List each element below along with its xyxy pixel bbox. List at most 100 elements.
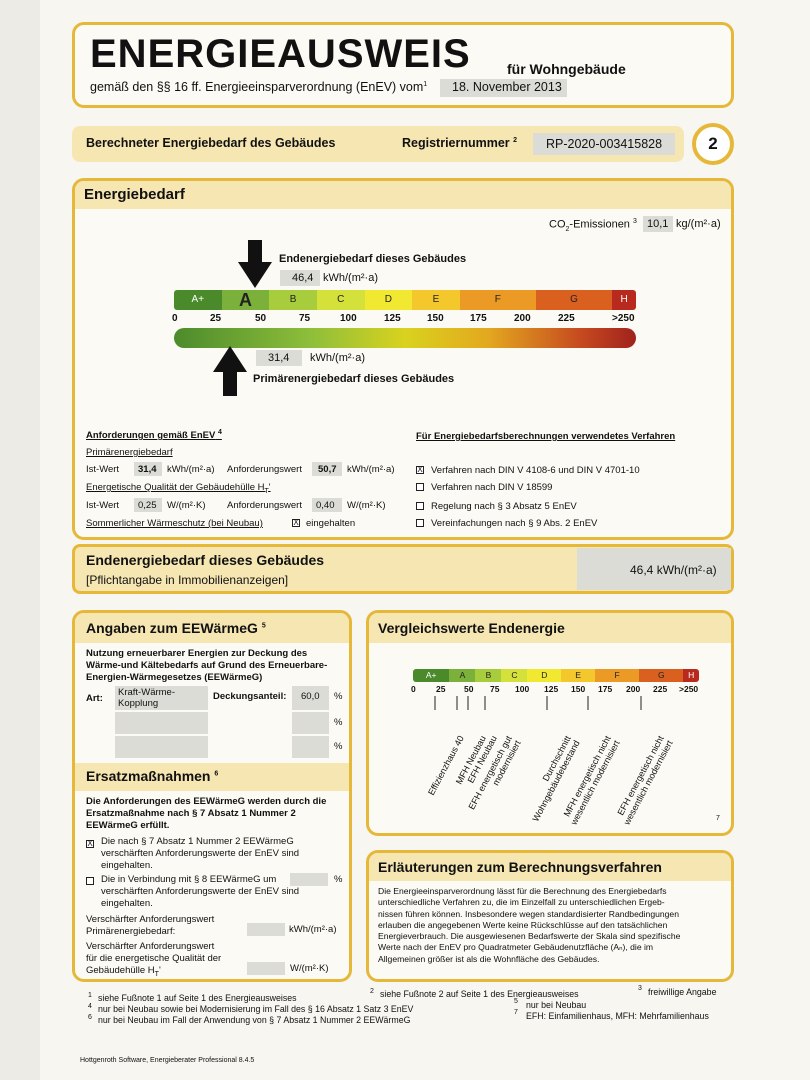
v-class-e: E <box>561 669 595 682</box>
method-checkbox-4[interactable] <box>416 519 424 527</box>
primary-energy-heading: Primärenergiebedarf <box>86 447 173 458</box>
method-title: Für Energiebedarfsberechnungen verwendet… <box>416 431 676 442</box>
fn-5: nur bei Neubau <box>526 1000 587 1010</box>
v-class-a-plus: A+ <box>413 669 450 682</box>
eewaerme-box <box>72 610 352 982</box>
anf-value: 50,7 <box>318 464 337 475</box>
erlaeuterung-header <box>369 853 731 881</box>
co2-value: 10,1 <box>647 218 669 230</box>
erlaeuterung-text: Die Energieeinsparverordnung lässt für d… <box>378 886 681 964</box>
verschaerft-2-line-3: Gebäudehülle HT' <box>86 965 161 978</box>
efficiency-class-scale: A+ A B C D E F G H <box>174 290 636 310</box>
pct-1: % <box>334 691 343 702</box>
page-number-badge: 2 <box>692 123 734 165</box>
verschaerft-1-line-2: Primärenergiebedarf: <box>86 926 176 937</box>
eewaerme-header <box>75 613 349 643</box>
anf2-unit: W/(m²·K) <box>347 500 386 511</box>
anf2-value-field <box>312 498 342 512</box>
ersatz-header <box>75 763 349 791</box>
eewaerme-intro-1: Nutzung erneuerbarer Energien zur Deckun… <box>86 648 308 659</box>
vergleich-footnote-mark: 7 <box>716 815 720 822</box>
ersatz-intro-1: Die Anforderungen des EEWärmeG werden du… <box>86 796 327 807</box>
ersatz-intro-3: EEWärmeG erfüllt. <box>86 820 170 831</box>
ist2-value: 0,25 <box>138 500 157 511</box>
primary-energy-field <box>256 350 302 366</box>
class-f: F <box>459 290 536 310</box>
verschaerft-2-line-2: für die energetische Qualität der <box>86 953 222 964</box>
fn-6: nur bei Neubau im Fall der Anwendung von… <box>98 1015 411 1025</box>
art-field-1 <box>115 686 208 710</box>
eewaerme-title: Angaben zum EEWärmeG 5 <box>86 620 266 636</box>
class-c: C <box>316 290 365 310</box>
ist-value-field <box>134 462 162 476</box>
envelope-heading: Energetische Qualität der Gebäudehülle H… <box>86 482 271 495</box>
building-type: für Wohngebäude <box>507 61 626 77</box>
vergleich-ticks: 0 25 50 75 100 125 150 175 200 225 >250 <box>411 684 699 694</box>
pct-2: % <box>334 717 343 728</box>
deckung-field-1 <box>292 686 329 710</box>
class-g: G <box>535 290 613 310</box>
deckung-label: Deckungsanteil: <box>213 691 287 702</box>
verschaerft-1-unit: kWh/(m²·a) <box>289 924 337 935</box>
law-date: 18. November 2013 <box>452 80 562 94</box>
eewaerme-intro-3: Energien-Wärmegesetzes (EEWärmeG) <box>86 672 263 683</box>
summer-protection-label: Sommerlicher Wärmeschutz (bei Neubau) <box>86 518 263 529</box>
ersatz-option-2-line-1: Die in Verbindung mit § 8 EEWärmeG um <box>101 874 277 885</box>
erlaeuterung-title: Erläuterungen zum Berechnungsverfahren <box>378 859 662 875</box>
end-energy-arrow <box>238 240 272 288</box>
v-class-h: H <box>683 669 699 682</box>
ersatz-option-2-line-3: eingehalten. <box>101 898 153 909</box>
law-line: gemäß den §§ 16 ff. Energieeinsparverord… <box>90 80 428 94</box>
ist2-label: Ist-Wert <box>86 500 120 511</box>
primary-energy-value: 31,4 <box>268 352 290 364</box>
end-energy-value: 46,4 <box>292 272 314 284</box>
header-box <box>72 22 734 108</box>
art-value-line-2: Kopplung <box>118 698 159 709</box>
ist-unit: kWh/(m²·a) <box>167 464 215 475</box>
summer-protection-checkbox[interactable]: X <box>292 518 300 527</box>
fn-2-mark: 2 <box>370 988 374 995</box>
v-class-b: B <box>475 669 502 682</box>
method-label-3: Regelung nach § 3 Absatz 5 EnEV <box>431 501 577 512</box>
v-class-d: D <box>527 669 562 682</box>
requirements-title: Anforderungen gemäß EnEV 4 <box>86 429 222 442</box>
primary-energy-label: Primärenergiebedarf dieses Gebäudes <box>253 373 455 385</box>
vergleich-header <box>369 613 731 643</box>
anf2-value: 0,40 <box>316 500 335 511</box>
end-energy-field <box>280 270 320 286</box>
ersatz-pct: % <box>334 874 343 885</box>
ersatz-option-2-line-2: verschärften Anforderungswerte der EnEV … <box>101 886 300 897</box>
method-checkbox-2[interactable] <box>416 483 424 491</box>
anf-value-field <box>312 462 342 476</box>
energiebedarf-header <box>75 181 731 209</box>
registration-field <box>533 133 675 155</box>
fn-4: nur bei Neubau sowie bei Modernisierung … <box>98 1004 414 1014</box>
end-energy-bar-title: Endenergiebedarf dieses Gebäudes <box>86 552 325 568</box>
fn-1: siehe Fußnote 1 auf Seite 1 des Energiea… <box>98 993 297 1003</box>
ersatz-option-1-checkbox[interactable]: X <box>86 839 94 848</box>
ersatz-option-2-checkbox[interactable] <box>86 877 94 885</box>
deckung-field-2 <box>292 712 329 734</box>
end-energy-bar-field <box>577 548 731 590</box>
art-value-line-1: Kraft-Wärme- <box>118 687 175 698</box>
energiebedarf-box <box>72 178 734 540</box>
method-checkbox-3[interactable] <box>416 502 424 510</box>
fn-7: EFH: Einfamilienhaus, MFH: Mehrfamilienh… <box>526 1011 709 1021</box>
method-checkbox-1[interactable]: X <box>416 465 424 474</box>
vergleich-ref-lines <box>434 696 642 710</box>
end-energy-bar-note: [Pflichtangabe in Immobilienanzeigen] <box>86 573 289 587</box>
energiebedarf-title: Energiebedarf <box>84 186 185 203</box>
deckung-field-3 <box>292 736 329 758</box>
ersatz-option-1-line-1: Die nach § 7 Absatz 1 Nummer 2 EEWärmeG <box>101 836 294 847</box>
fn-4-mark: 4 <box>88 1003 92 1010</box>
fn-5-mark: 5 <box>514 998 518 1005</box>
verschaerft-2-line-1: Verschärfter Anforderungswert <box>86 941 215 952</box>
ersatz-pct-field <box>290 873 328 886</box>
ist2-value-field <box>134 498 162 512</box>
class-e: E <box>412 290 460 310</box>
anf-label: Anforderungswert <box>227 464 302 475</box>
verschaerft-2-unit: W/(m²·K) <box>290 963 329 974</box>
verschaerft-2-field <box>247 962 285 975</box>
ist-value: 31,4 <box>138 464 157 475</box>
deckung-value: 60,0 <box>301 691 320 702</box>
